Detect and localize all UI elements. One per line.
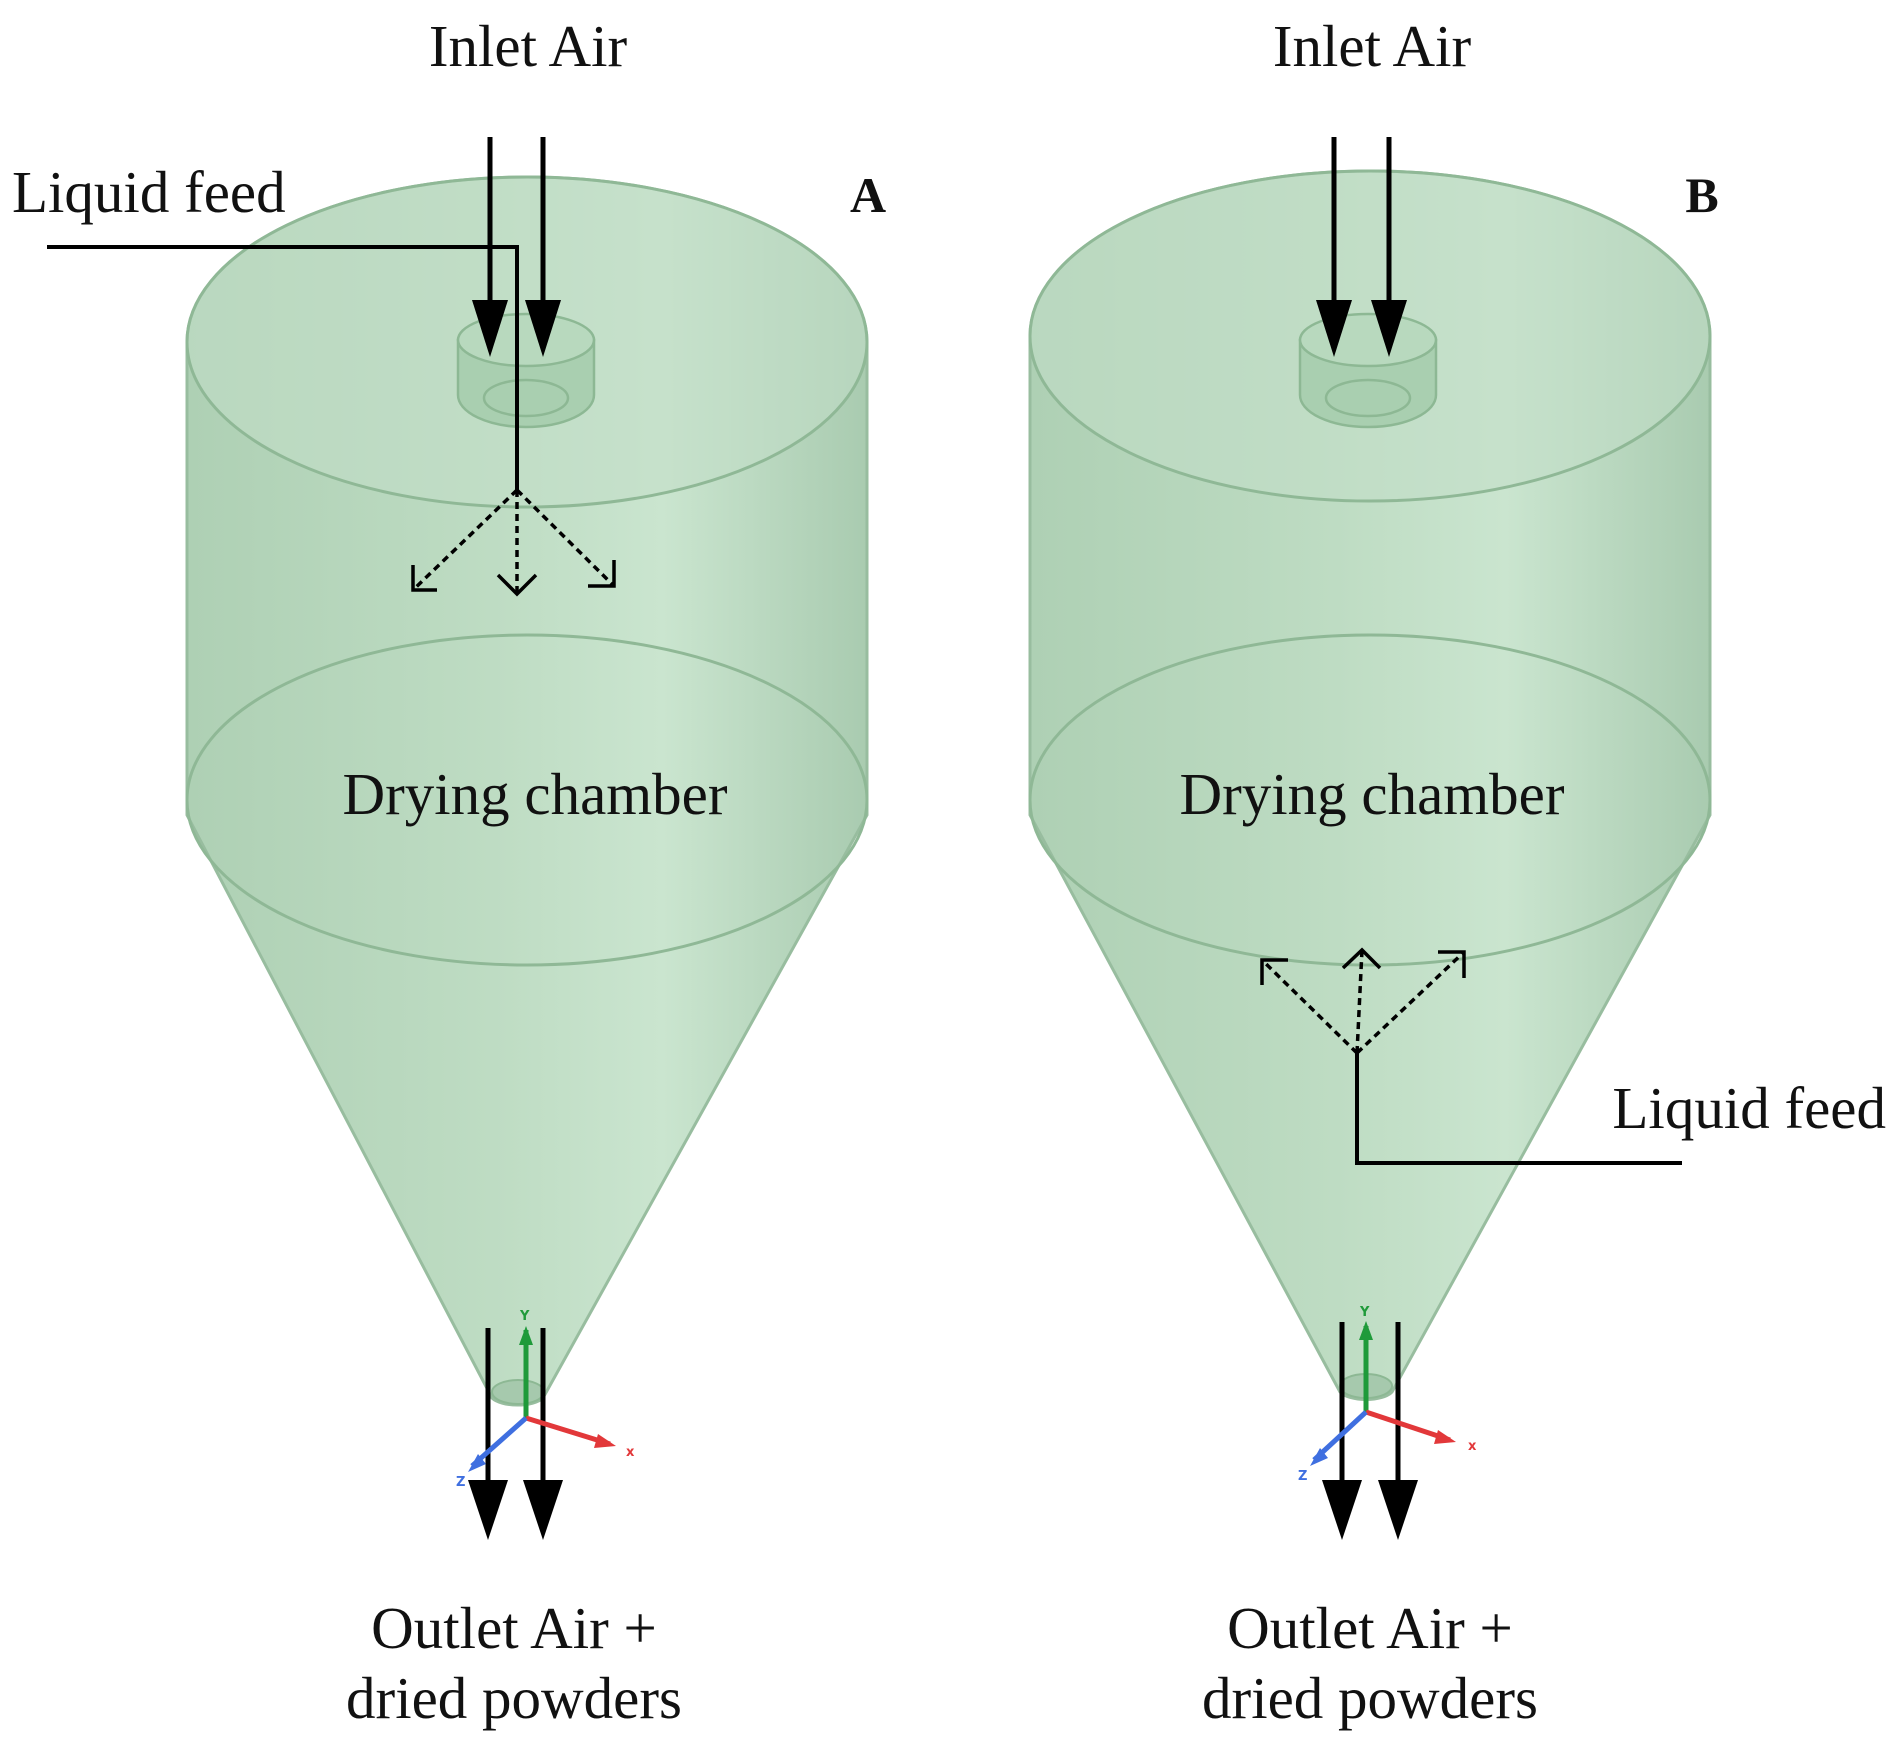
spray-head-left xyxy=(1260,958,1288,985)
spray-pattern-down xyxy=(411,488,616,597)
spray-line-center xyxy=(1355,949,1364,1054)
outlet-nozzle xyxy=(491,1379,545,1405)
drying-chamber-shape xyxy=(185,175,869,1407)
inlet-air-label: Inlet Air xyxy=(429,13,628,79)
outlet-label-line2: dried powders xyxy=(1202,1665,1538,1731)
spray-pattern-up xyxy=(1260,947,1466,1055)
axis-z-label: Z xyxy=(456,1475,465,1490)
inlet-nozzle-inner-ring xyxy=(482,378,570,418)
axis-y-head xyxy=(519,1326,533,1345)
inlet-arrowhead-right xyxy=(1371,300,1407,357)
axis-x-line xyxy=(1365,1409,1451,1443)
outlet-label-line1: Outlet Air + xyxy=(371,1595,657,1661)
drying-chamber-label: Drying chamber xyxy=(343,761,728,827)
chamber-mid-ellipse xyxy=(185,633,869,967)
axis-y-label: Y xyxy=(1359,1305,1370,1320)
spray-head-center xyxy=(1341,947,1382,970)
axis-z-head xyxy=(1310,1448,1328,1466)
spray-head-right xyxy=(588,560,616,588)
axis-triad: Y x Z xyxy=(1298,1305,1477,1484)
spray-head-left xyxy=(411,565,437,592)
chamber-mid-ellipse xyxy=(1028,633,1712,967)
spray-line-left xyxy=(1260,958,1359,1055)
panel-letter-a: A xyxy=(850,167,886,223)
axis-y-head xyxy=(1359,1321,1373,1340)
inlet-nozzle-inner-ring xyxy=(1324,378,1412,418)
drying-chamber-shape xyxy=(1028,169,1712,1402)
inlet-arrowhead-left xyxy=(1316,300,1352,357)
liquid-feed-line xyxy=(1355,1053,1682,1165)
spray-line-left xyxy=(411,488,519,592)
drying-chamber-label: Drying chamber xyxy=(1180,761,1565,827)
axis-triad: Y x Z xyxy=(456,1309,635,1490)
panel-letter-b: B xyxy=(1685,167,1718,223)
liquid-feed-line xyxy=(47,245,519,490)
axis-x-head xyxy=(594,1434,616,1448)
outlet-arrowhead-left xyxy=(1322,1480,1362,1540)
inlet-nozzle-top xyxy=(1298,312,1438,368)
spray-head-center xyxy=(496,573,538,597)
spray-line-right xyxy=(1355,950,1466,1055)
inlet-arrowhead-left xyxy=(472,300,508,357)
liquid-feed-label: Liquid feed xyxy=(12,159,286,225)
spray-head-right xyxy=(1438,950,1466,978)
outlet-arrowhead-left xyxy=(468,1480,508,1540)
panel-b: Y x Z Inlet Air B Drying chamber Liquid … xyxy=(1028,13,1886,1731)
inlet-arrowhead-right xyxy=(525,300,561,357)
axis-y-label: Y xyxy=(519,1309,530,1324)
axis-z-label: Z xyxy=(1298,1469,1307,1484)
axis-x-line xyxy=(525,1415,611,1447)
inlet-air-label: Inlet Air xyxy=(1273,13,1472,79)
outlet-label-line2: dried powders xyxy=(346,1665,682,1731)
liquid-feed-label: Liquid feed xyxy=(1612,1075,1886,1141)
inlet-nozzle-top xyxy=(456,312,596,368)
panel-a: Y x Z Inlet Air Liquid feed A Drying cha… xyxy=(12,13,886,1731)
axis-x-head xyxy=(1434,1430,1456,1444)
outlet-arrowhead-right xyxy=(523,1480,563,1540)
spray-line-right xyxy=(515,488,616,588)
outlet-arrowhead-right xyxy=(1378,1480,1418,1540)
outlet-label-line1: Outlet Air + xyxy=(1227,1595,1513,1661)
axis-x-label: x xyxy=(1468,1439,1477,1454)
axis-x-label: x xyxy=(626,1445,635,1460)
axis-z-head xyxy=(468,1454,486,1472)
